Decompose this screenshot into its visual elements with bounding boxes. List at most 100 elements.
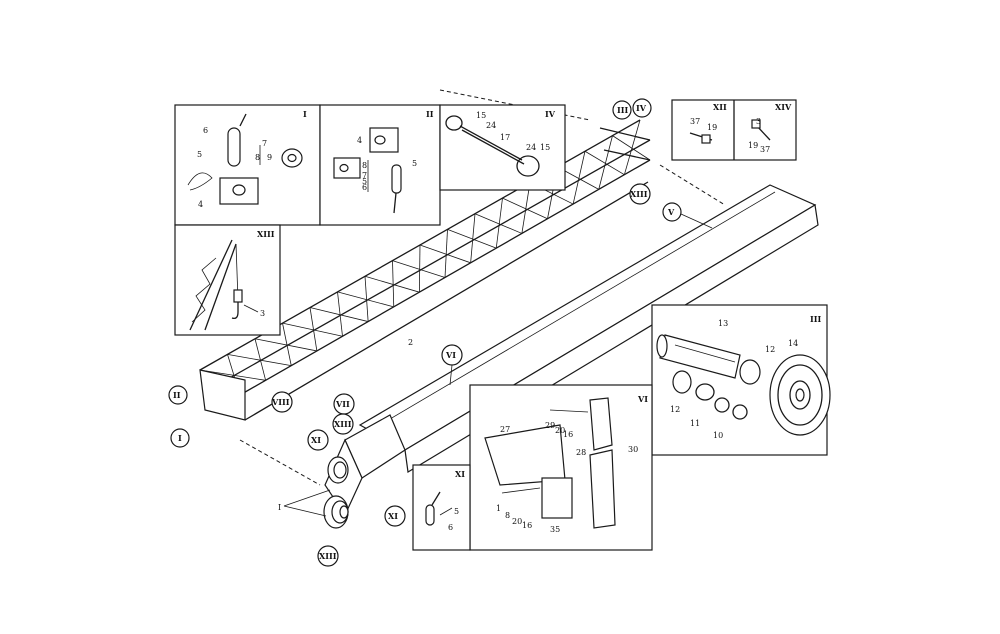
svg-text:35: 35	[550, 525, 560, 534]
svg-text:16: 16	[522, 521, 532, 530]
truss-brace	[254, 338, 317, 352]
svg-text:11: 11	[690, 419, 700, 428]
panel-3-title: III	[810, 314, 821, 324]
panel-12-title: XII	[713, 102, 727, 112]
truss-brace	[419, 244, 471, 264]
truss-boom	[199, 119, 651, 421]
truss-brace	[392, 260, 395, 307]
svg-text:3: 3	[756, 117, 761, 126]
svg-text:8: 8	[255, 153, 260, 162]
panel-14-title: XIV	[775, 102, 792, 112]
svg-text:4: 4	[357, 136, 362, 145]
svg-text:5: 5	[197, 150, 202, 159]
svg-text:5: 5	[362, 177, 367, 186]
svg-text:1: 1	[496, 504, 501, 513]
truss-brace	[502, 197, 548, 220]
svg-text:I: I	[178, 433, 182, 443]
svg-text:6: 6	[362, 183, 367, 192]
detail-panel-12-14: XII XIV 37 19 3 19 37	[671, 99, 797, 161]
panel-11-title: XI	[455, 469, 465, 479]
truss-brace	[623, 119, 641, 175]
svg-text:19: 19	[707, 123, 717, 132]
truss-brace	[309, 307, 369, 322]
truss-brace	[447, 229, 497, 249]
svg-text:XIII: XIII	[319, 551, 337, 561]
truss-brace	[364, 275, 420, 293]
detail-panel-4: IV 15 24 17 24 15	[439, 104, 566, 191]
svg-text:28: 28	[576, 448, 586, 457]
panel-13-title: XIII	[257, 229, 275, 239]
truss-brace	[392, 260, 446, 278]
panel-2-title: II	[426, 109, 434, 119]
truss-brace	[612, 135, 651, 161]
svg-text:10: 10	[713, 431, 723, 440]
callouts: 2 III IV XIII V VI II I VIII VII XIII XI…	[168, 98, 713, 567]
svg-text:8: 8	[505, 511, 510, 520]
svg-text:VI: VI	[445, 350, 456, 360]
svg-text:V: V	[667, 207, 675, 217]
svg-text:3: 3	[260, 309, 265, 318]
svg-text:XIII: XIII	[334, 419, 352, 429]
svg-text:7: 7	[362, 171, 367, 180]
svg-text:6: 6	[203, 126, 208, 135]
svg-text:16: 16	[563, 430, 573, 439]
panel-4-title: IV	[545, 109, 556, 119]
svg-text:9: 9	[267, 153, 272, 162]
svg-text:19: 19	[748, 141, 758, 150]
beam-end-sheaves	[323, 456, 349, 529]
truss-brace	[474, 213, 523, 234]
truss-brace	[337, 291, 343, 337]
svg-text:I: I	[278, 503, 281, 512]
truss-brace	[444, 229, 448, 278]
svg-text:30: 30	[628, 445, 638, 454]
svg-text:20: 20	[512, 517, 522, 526]
svg-text:17: 17	[500, 133, 510, 142]
svg-text:5: 5	[412, 159, 417, 168]
truss-brace	[470, 213, 476, 263]
detail-panel-6: VI 29 20 16 27 28 30 1 8 20 16 35	[469, 384, 653, 551]
svg-text:VII: VII	[335, 399, 350, 409]
detail-panel-11: XI 5 6	[412, 464, 471, 551]
svg-text:13: 13	[718, 319, 728, 328]
detail-panel-2: II 4 8 5 7 6 5	[319, 104, 441, 226]
truss-brace	[337, 291, 394, 308]
truss-brace	[572, 151, 586, 205]
truss-brace	[584, 150, 625, 176]
truss-brace	[598, 135, 613, 190]
truss-brace	[495, 198, 503, 249]
svg-text:24: 24	[526, 143, 536, 152]
truss-brace	[364, 276, 369, 322]
svg-text:5: 5	[454, 507, 459, 516]
svg-text:XI: XI	[388, 511, 398, 521]
svg-text:37: 37	[760, 145, 770, 154]
svg-text:IV: IV	[636, 103, 647, 113]
svg-text:6: 6	[448, 523, 453, 532]
svg-text:12: 12	[670, 405, 680, 414]
svg-text:15: 15	[540, 143, 550, 152]
truss-brace	[282, 323, 292, 366]
svg-text:29: 29	[545, 421, 555, 430]
panel-6-title: VI	[637, 394, 648, 404]
svg-text:37: 37	[690, 117, 700, 126]
svg-text:14: 14	[788, 339, 798, 348]
truss-brace	[282, 322, 343, 337]
truss-brace	[227, 353, 292, 367]
svg-text:12: 12	[765, 345, 775, 354]
svg-text:20: 20	[555, 426, 565, 435]
detail-panel-13: XIII 3	[174, 224, 281, 336]
svg-text:24: 24	[486, 121, 496, 130]
truss-brace	[309, 307, 318, 352]
detail-panel-3: III 13 12 14 12 11 10	[651, 304, 831, 456]
truss-brace	[418, 244, 421, 293]
truss-brace	[199, 369, 266, 381]
truss-brace	[254, 338, 267, 381]
svg-text:15: 15	[476, 111, 486, 120]
truss-brace	[521, 182, 531, 234]
svg-text:7: 7	[262, 139, 267, 148]
panel-1-title: I	[303, 109, 307, 119]
svg-text:II: II	[173, 390, 181, 400]
boom-label-2: 2	[408, 338, 413, 347]
detail-panel-1: I 6 7 8 9 5 4	[174, 104, 321, 226]
